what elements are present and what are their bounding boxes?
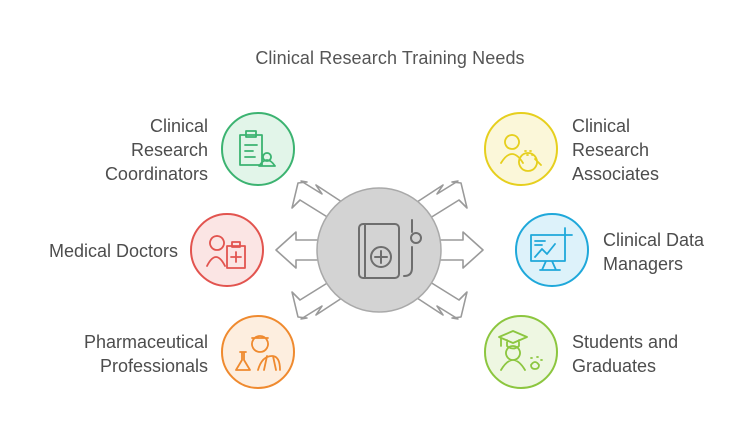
role-label-line: Students and bbox=[572, 332, 679, 352]
graduate-icon bbox=[498, 330, 543, 371]
data-chart-icon bbox=[530, 227, 573, 271]
diagram-title: Clinical Research Training Needs bbox=[255, 48, 525, 68]
doctor-clipboard-icon bbox=[206, 235, 246, 269]
role-label-line: Coordinators bbox=[104, 164, 208, 184]
role-label-line: Research bbox=[130, 140, 208, 160]
arrow-right bbox=[436, 231, 484, 269]
role-label-line: Clinical Data bbox=[603, 230, 705, 250]
role-node bbox=[221, 112, 295, 186]
clipboard-person-icon bbox=[239, 130, 276, 167]
role-label-line: Professionals bbox=[99, 356, 208, 376]
role-circle bbox=[515, 213, 589, 287]
role-circle bbox=[221, 112, 295, 186]
role-label-line: Pharmaceutical bbox=[83, 332, 208, 352]
role-label-line: Clinical bbox=[149, 116, 208, 136]
role-node bbox=[515, 213, 589, 287]
role-circle bbox=[484, 112, 558, 186]
center-circle bbox=[316, 187, 442, 313]
role-label-line: Clinical bbox=[572, 116, 631, 136]
clinical-book-stethoscope-icon bbox=[358, 219, 422, 279]
role-node bbox=[221, 315, 295, 389]
role-node bbox=[484, 112, 558, 186]
role-label-line: Managers bbox=[603, 254, 684, 274]
scientist-flask-icon bbox=[235, 335, 281, 371]
role-node bbox=[484, 315, 558, 389]
role-label-line: Graduates bbox=[572, 356, 657, 376]
role-node bbox=[190, 213, 264, 287]
role-label-line: Associates bbox=[572, 164, 660, 184]
role-label-line: Research bbox=[572, 140, 650, 160]
role-circle bbox=[484, 315, 558, 389]
person-magnifier-icon bbox=[500, 134, 542, 172]
role-label: Medical Doctors bbox=[49, 239, 178, 263]
role-label-line: Medical Doctors bbox=[48, 241, 178, 261]
arrow-left bbox=[275, 231, 323, 269]
